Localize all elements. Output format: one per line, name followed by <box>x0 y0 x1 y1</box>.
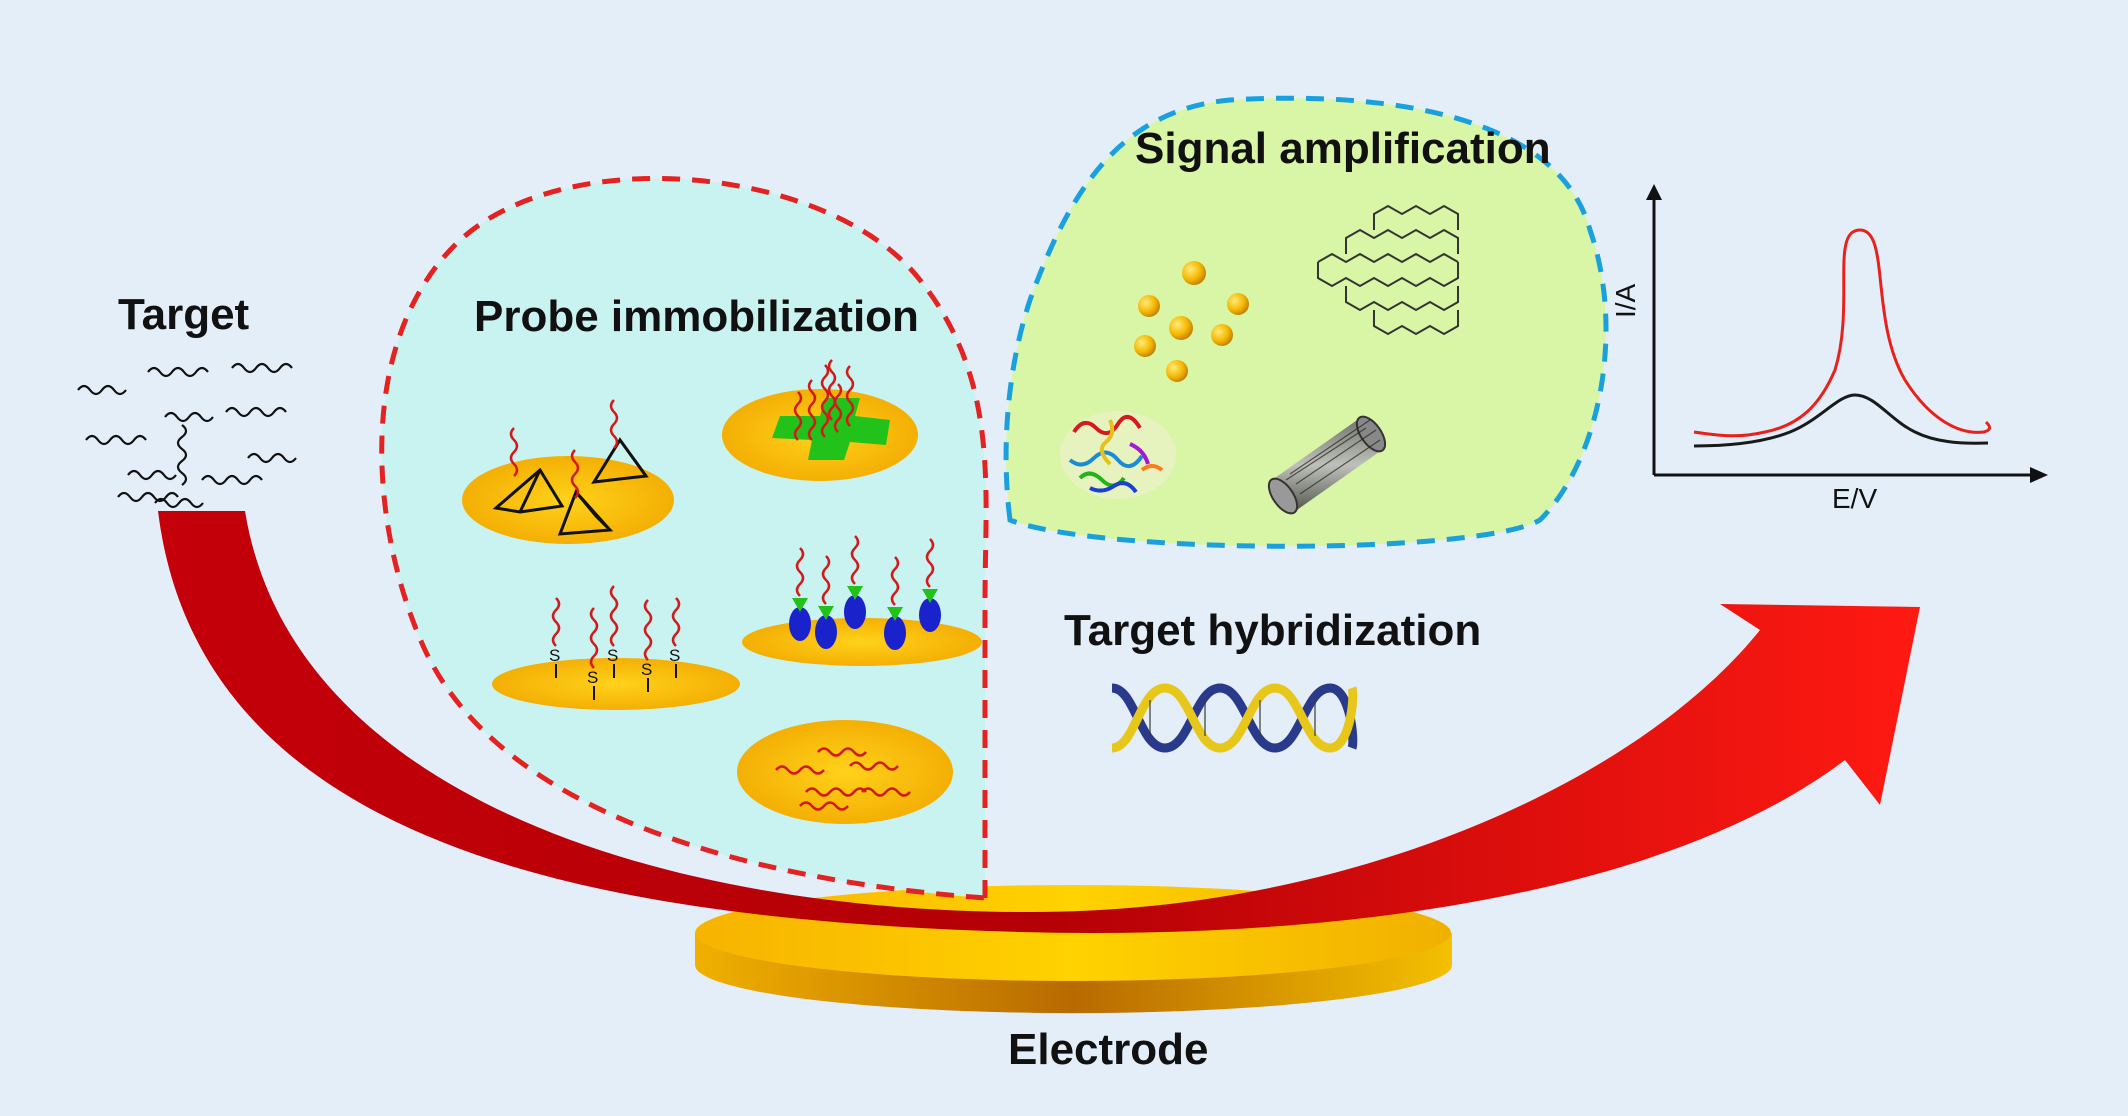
electrode-label: Electrode <box>1008 1025 1209 1074</box>
y-axis-label: I/A <box>1610 283 1641 318</box>
cross-structure-probes <box>722 359 918 481</box>
probe-immobilization-region <box>379 176 989 901</box>
dna-double-helix <box>1111 683 1358 753</box>
probe-immobilization-title: Probe immobilization <box>474 292 919 341</box>
target-strands <box>77 362 297 509</box>
thiol-label: S <box>607 646 618 665</box>
gold-nanoparticles <box>1134 261 1249 382</box>
target-hybridization-label: Target hybridization <box>1064 606 1482 655</box>
thiol-label: S <box>587 668 598 687</box>
graphene-sheet <box>1317 204 1459 336</box>
carbon-nanotube <box>1267 415 1387 515</box>
x-axis-label: E/V <box>1832 483 1878 514</box>
voltammogram-plot <box>1646 184 2048 483</box>
adsorbed-probes <box>737 720 953 824</box>
x-axis-arrow <box>2030 467 2048 483</box>
thiol-label: S <box>641 660 652 679</box>
enzyme-protein <box>1060 411 1176 499</box>
thiol-label: S <box>669 646 680 665</box>
tetrahedron-probes <box>462 399 674 544</box>
protein-anchored-probes <box>742 535 982 666</box>
signal-amplification-title: Signal amplification <box>1135 124 1551 173</box>
thiol-probes: S S S S S <box>492 585 740 710</box>
flow-arrow <box>158 511 1920 933</box>
curve-low <box>1693 393 1989 448</box>
thiol-label: S <box>549 646 560 665</box>
y-axis-arrow <box>1646 184 1662 200</box>
curve-high <box>1693 228 1992 438</box>
target-label: Target <box>118 290 250 339</box>
